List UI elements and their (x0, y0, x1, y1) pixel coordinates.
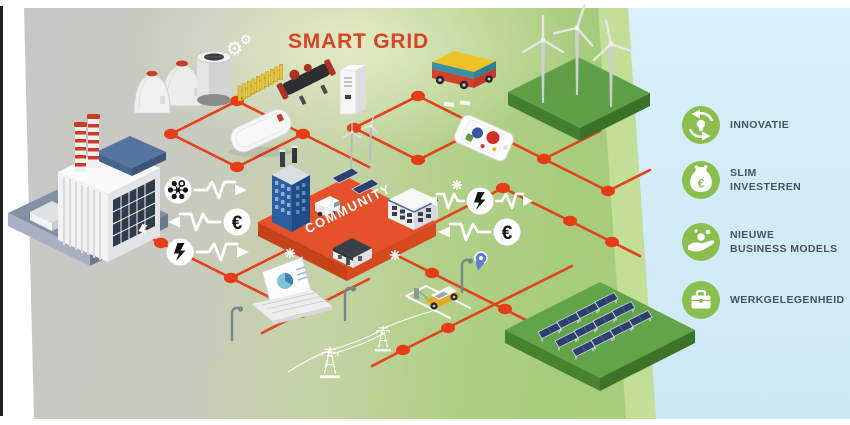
euro-icon: € (502, 223, 513, 244)
house (333, 238, 372, 268)
network-icon (167, 180, 189, 200)
legend-item-label: SLIM INVESTEREN (730, 167, 802, 193)
location-pin-icon (474, 251, 488, 271)
left-edge-line (0, 6, 3, 416)
gears-icon: ⚙ ⚙ (226, 32, 252, 60)
chimney-1 (74, 122, 87, 172)
legend-item-label: NIEUWE BUSINESS MODELS (730, 229, 838, 255)
bus (432, 51, 496, 107)
hand-coins-icon (682, 223, 720, 261)
smartphone (454, 114, 514, 162)
legend-item-label: WERKGELEGENHEID (730, 294, 845, 306)
laptop (252, 256, 332, 325)
ev-parking (405, 285, 471, 319)
exchange-right: € (425, 187, 535, 246)
silo (196, 50, 232, 106)
power-plant (8, 114, 168, 266)
legend-item-business-models: NIEUWE BUSINESS MODELS (682, 223, 838, 261)
arrow-right-zigzag (494, 192, 535, 210)
arrow-left-zigzag (436, 222, 492, 242)
street-lamp-3 (460, 257, 475, 294)
chimney-2 (87, 114, 100, 168)
ev-car (426, 286, 461, 310)
legend-item-label: INNOVATIE (730, 119, 790, 131)
office-building (387, 188, 439, 230)
innovation-cycle-icon (682, 106, 720, 144)
heat-pump (228, 109, 292, 157)
sparkle-icon (284, 247, 296, 259)
pipeline (276, 59, 336, 106)
arrow-right-zigzag (195, 242, 251, 262)
svg-text:⚙: ⚙ (226, 39, 243, 60)
wind-turbines (508, 0, 650, 141)
svg-text:€: € (698, 177, 705, 191)
legend-item-slim-investeren: € SLIM INVESTEREN (682, 161, 801, 199)
svg-text:⚙: ⚙ (240, 32, 252, 47)
apartment-building (272, 145, 310, 232)
storage-tanks (133, 60, 203, 114)
sparkle-icon (389, 249, 401, 261)
battery-cabinet (339, 65, 366, 115)
delivery-van (315, 196, 340, 217)
sparkle-icon (451, 179, 463, 191)
transmission-towers (287, 309, 437, 379)
legend-item-innovatie: INNOVATIE (682, 106, 789, 144)
arrow-left-zigzag (166, 212, 222, 232)
legend-item-werkgelegenheid: WERKGELEGENHEID (682, 281, 845, 319)
euro-icon: € (232, 213, 243, 234)
briefcase-icon (682, 281, 720, 319)
micro-wind-and-solar (331, 112, 383, 195)
arrow-right-zigzag (193, 180, 249, 200)
solar-farm (505, 282, 695, 391)
page-title: SMART GRID (288, 30, 429, 53)
money-bag-icon: € (682, 161, 720, 199)
street-lamp-1 (230, 305, 245, 342)
exchange-left: € (137, 176, 251, 266)
yellow-fence (237, 64, 283, 102)
